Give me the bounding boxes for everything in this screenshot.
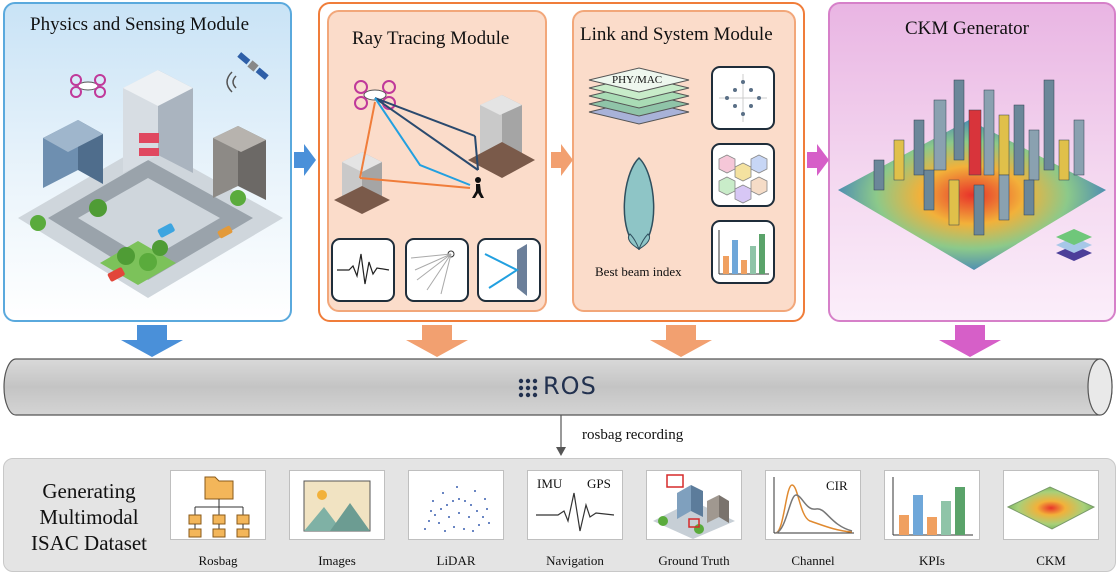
ckm-module-title: CKM Generator <box>905 18 1029 39</box>
kpi-bars-icon <box>892 477 973 536</box>
dataset-item-lidar[interactable] <box>408 470 504 540</box>
ros-label: ROS <box>543 372 597 400</box>
lidar-pointcloud-icon <box>424 486 490 532</box>
kpi-chart-tile <box>711 220 775 284</box>
dataset-label-rosbag: Rosbag <box>198 553 238 568</box>
ray-tracing-scene <box>334 80 535 214</box>
dataset-item-ground-truth[interactable] <box>646 470 742 540</box>
phy-mac-label: PHY/MAC <box>612 74 663 86</box>
arrow-raytracing-to-ros <box>406 325 468 357</box>
arrow-physics-to-raytracing <box>294 144 316 176</box>
dataset-item-images[interactable] <box>289 470 385 540</box>
physics-module-title: Physics and Sensing Module <box>30 14 250 35</box>
impulse-response-tile <box>331 238 395 302</box>
ground-truth-scene-icon <box>653 474 735 539</box>
dataset-item-kpis[interactable] <box>884 470 980 540</box>
ray-fan-icon <box>410 250 455 295</box>
dataset-label-ground-truth: Ground Truth <box>658 553 730 568</box>
beam-pattern-icon <box>623 156 655 251</box>
channel-cir-icon <box>773 477 854 534</box>
dataset-label-navigation: Navigation <box>546 553 604 568</box>
ros-logo-icon <box>518 378 538 398</box>
bar-chart-icon <box>718 230 769 275</box>
best-beam-label: Best beam index <box>595 264 682 279</box>
hex-cells-icon <box>718 154 768 204</box>
ray-fan-tile <box>405 238 469 302</box>
arrow-raytracing-to-link <box>551 144 573 176</box>
imu-tag: IMU <box>537 476 563 491</box>
folder-tree-icon <box>188 476 250 538</box>
rosbag-recording-label: rosbag recording <box>582 427 684 443</box>
cir-tag: CIR <box>826 478 848 493</box>
reflection-icon <box>484 244 527 296</box>
waveform-icon <box>337 253 390 285</box>
dataset-item-channel[interactable] <box>765 470 861 540</box>
cell-grid-tile <box>711 143 775 207</box>
link-module-title: Link and System Module <box>580 24 773 45</box>
dataset-label-kpis: KPIs <box>918 553 945 568</box>
dataset-label-images: Images <box>318 553 356 568</box>
dataset-title-line-2: Multimodal <box>39 505 139 529</box>
city-scene-illustration <box>18 52 283 298</box>
phy-mac-layers-icon <box>588 67 690 125</box>
arrow-link-to-ros <box>650 325 712 357</box>
ros-bus-cylinder <box>3 358 1113 416</box>
ckm-map-icon <box>1006 486 1096 530</box>
dataset-item-navigation[interactable] <box>527 470 623 540</box>
constellation-icon <box>719 74 767 122</box>
arrow-link-to-ckm <box>807 144 829 176</box>
dataset-label-lidar: LiDAR <box>436 553 476 568</box>
dataset-item-rosbag[interactable] <box>170 470 266 540</box>
dataset-title: Generating Multimodal ISAC Dataset <box>14 478 164 556</box>
dataset-item-ckm[interactable] <box>1003 470 1099 540</box>
ckm-heatmap-illustration <box>838 79 1106 270</box>
dataset-label-ckm: CKM <box>1036 553 1066 568</box>
dataset-title-line-1: Generating <box>42 479 136 503</box>
raytracing-module-title: Ray Tracing Module <box>352 28 510 49</box>
arrow-ckm-to-ros <box>939 325 1001 357</box>
dataset-title-line-3: ISAC Dataset <box>30 531 148 555</box>
dataset-label-channel: Channel <box>791 553 835 568</box>
navigation-signal-icon <box>536 492 615 532</box>
constellation-tile <box>711 66 775 130</box>
arrow-physics-to-ros <box>121 325 183 357</box>
image-icon <box>303 480 371 532</box>
gps-tag: GPS <box>587 476 611 491</box>
reflection-tile <box>477 238 541 302</box>
